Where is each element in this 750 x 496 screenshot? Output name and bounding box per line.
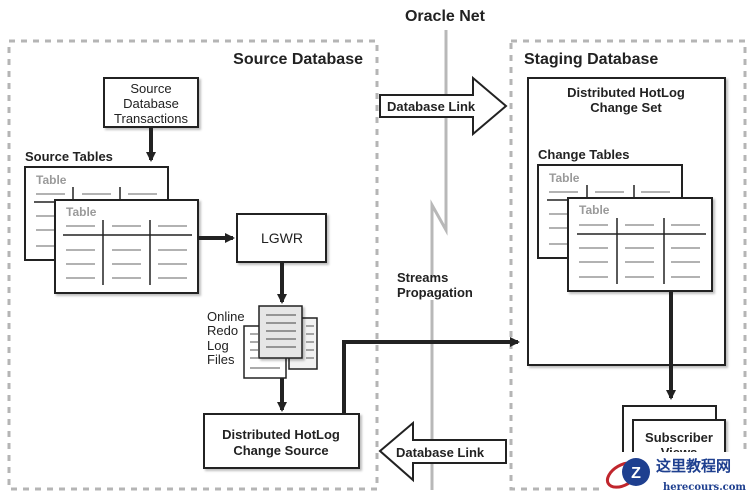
streams-propagation-label-line2: Propagation [397, 285, 473, 300]
svg-text:Redo: Redo [207, 323, 238, 338]
staging-database-region [509, 39, 747, 491]
oracle-net-title: Oracle Net [405, 8, 486, 25]
change-tables-label: Change Tables [538, 147, 630, 162]
streams-propagation-label: Streams [397, 270, 448, 285]
svg-text:Table: Table [579, 203, 610, 217]
watermark-logo-icon [622, 458, 650, 486]
svg-text:Change Source: Change Source [233, 443, 328, 458]
svg-text:Transactions: Transactions [114, 111, 188, 126]
staging-database-label: Staging Database [524, 51, 658, 68]
svg-text:Files: Files [207, 352, 235, 367]
source-database-label: Source Database [233, 51, 363, 68]
svg-text:Subscriber: Subscriber [645, 430, 713, 445]
source-database-region [7, 39, 379, 491]
change-source-box: Distributed HotLog Change Source [203, 413, 360, 469]
svg-text:LGWR: LGWR [261, 230, 303, 246]
source-tables-label: Source Tables [25, 149, 113, 164]
svg-text:Table: Table [36, 173, 67, 187]
svg-text:Distributed HotLog: Distributed HotLog [222, 427, 340, 442]
source-table-front: Table [54, 199, 199, 294]
svg-text:Table: Table [66, 205, 97, 219]
svg-text:Source: Source [130, 81, 171, 96]
source-transactions-box: Source Database Transactions [103, 77, 199, 128]
svg-text:Database Link: Database Link [396, 445, 485, 460]
svg-text:Database: Database [123, 96, 179, 111]
svg-text:Database Link: Database Link [387, 99, 476, 114]
redo-log-files-icon [243, 305, 318, 379]
database-link-in-arrow: Database Link [378, 420, 507, 483]
svg-text:Z: Z [631, 465, 641, 482]
redo-log-files-label: Online Redo Log Files [207, 309, 245, 367]
streams-propagation-path [342, 337, 520, 414]
change-table-front: Table [567, 197, 713, 292]
lgwr-box: LGWR [236, 213, 327, 263]
svg-text:Table: Table [549, 171, 580, 185]
watermark: Z 这里教程网 herecours.com [600, 452, 750, 496]
svg-text:Log: Log [207, 338, 229, 353]
svg-text:这里教程网: 这里教程网 [656, 457, 731, 475]
svg-text:Distributed HotLog: Distributed HotLog [567, 85, 685, 100]
svg-text:Change Set: Change Set [590, 100, 662, 115]
svg-text:Online: Online [207, 309, 245, 324]
database-link-out-arrow: Database Link [379, 75, 508, 137]
svg-text:herecours.com: herecours.com [663, 482, 746, 493]
